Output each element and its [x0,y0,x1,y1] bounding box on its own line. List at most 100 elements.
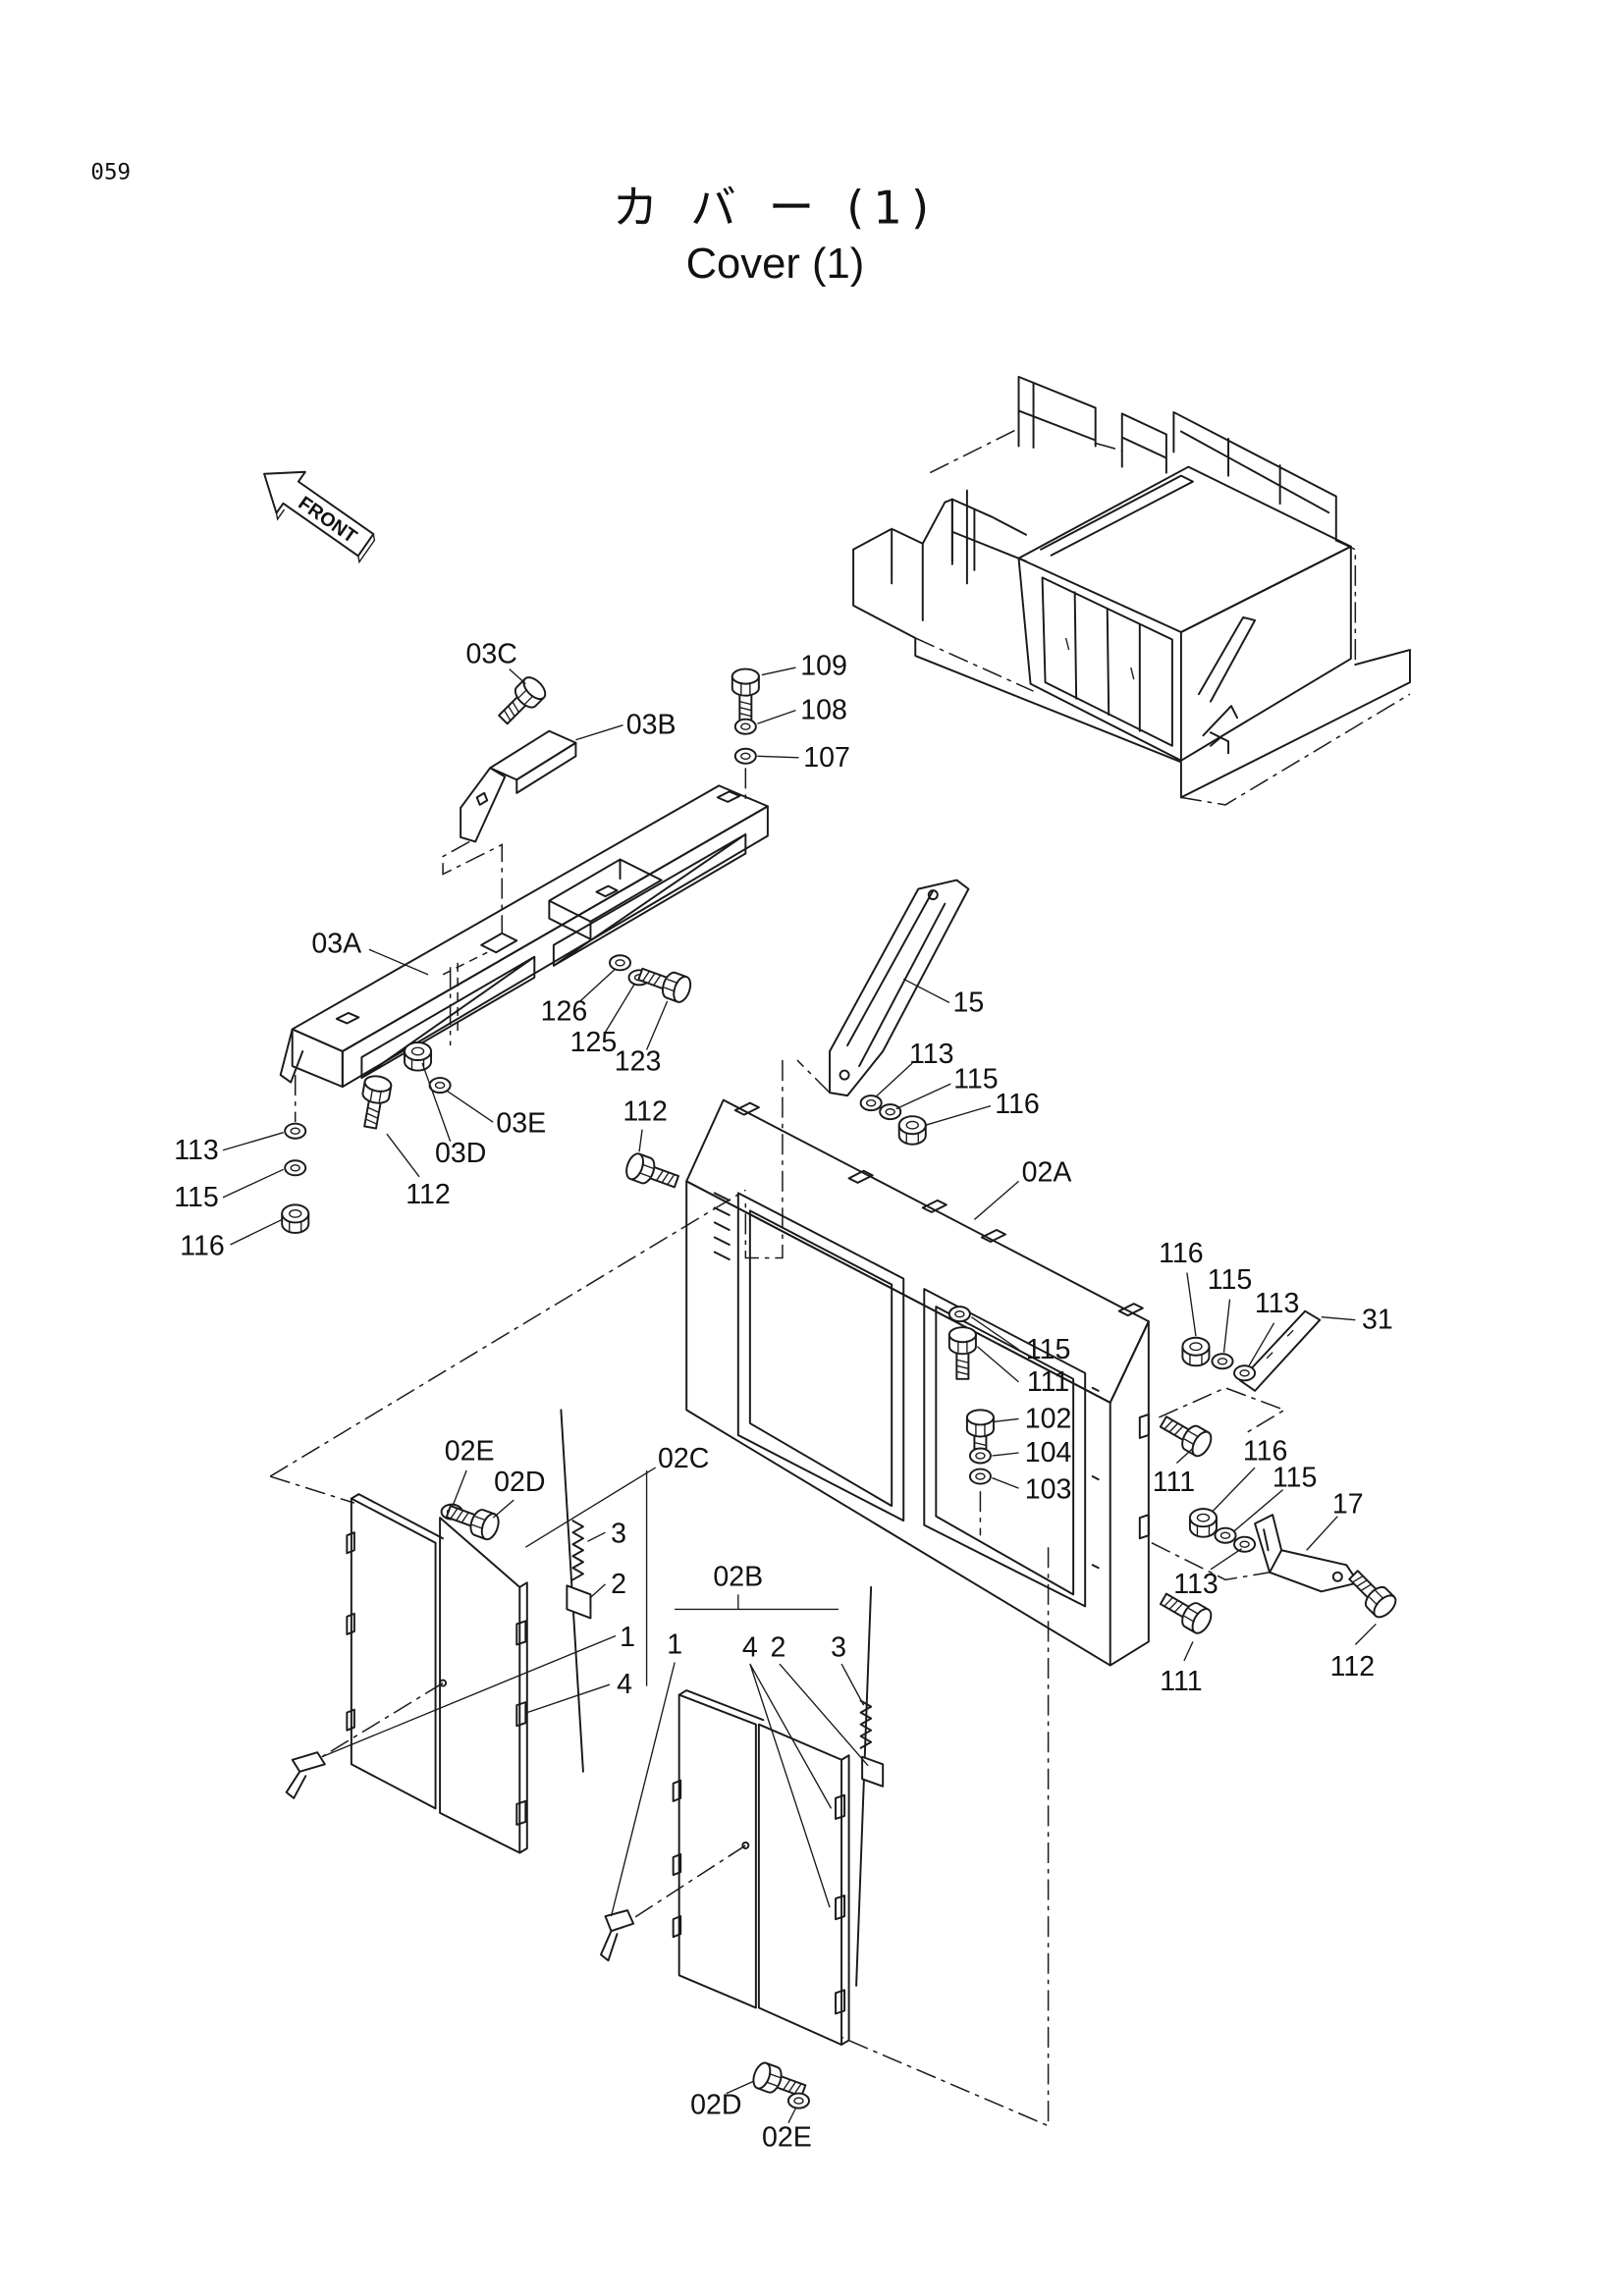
callout-label: 115 [1208,1264,1253,1296]
beam-end-face [291,1028,344,1089]
leader-102 [993,1417,1019,1423]
door-02b-lock-hole [741,1841,750,1849]
leader-116-stay [925,1104,992,1126]
part-15-stay [829,879,970,1097]
callout-label: 03B [626,710,677,741]
door-02c-lock-hole [439,1679,448,1687]
stay-inner-edge [846,889,947,1068]
callout-labels: 03C 109 108 03B 107 03A 15 126 125 123 1… [174,639,1393,2154]
part-02c-door-assembly [285,1409,592,1854]
leader-02d-lower [726,2080,754,2095]
leader-1-02c [321,1634,617,1758]
strip-outline [1239,1309,1322,1392]
title-japanese: カ バ ー (1) [613,181,939,234]
leader-112-frame [638,1129,643,1152]
bolt-112-beam [355,1073,394,1131]
leader-03e [447,1091,494,1123]
callout-label: 112 [1330,1651,1376,1682]
bolt-111-frame [947,1326,977,1380]
stay-hole-top [927,889,939,901]
callout-label: 111 [1160,1666,1202,1697]
callout-label: 126 [541,995,588,1027]
callout-label: 113 [909,1039,954,1070]
nut-116-bracket [1188,1508,1218,1538]
bolt-109 [731,667,760,722]
platform-foot [1210,731,1230,755]
cover-top-strip [1040,474,1194,557]
leader-1-02b [610,1662,676,1917]
washer-02e-lower [786,2092,810,2109]
leader-4-02b [749,1663,833,1908]
part-31-strip [1239,1309,1322,1392]
washer-113-left [284,1122,307,1140]
leader-113-bracket [1210,1548,1242,1571]
railing-right [1172,410,1337,542]
leader-113-stay [875,1062,913,1098]
leader-17 [1306,1516,1338,1551]
beam-left-leg [279,1028,304,1084]
washer-113-stay [859,1095,883,1112]
nut-116-stay [897,1115,927,1146]
callout-label: 02D [494,1467,545,1498]
bracket-side-plate [460,767,507,843]
nut-116-right [1181,1336,1211,1367]
railing-middle [1120,412,1167,474]
bolt-03c [492,672,551,730]
leader-115-bracket [1233,1489,1284,1532]
leader-116-right [1186,1272,1197,1337]
leader-31 [1321,1315,1356,1321]
frame-left-window [736,1192,905,1522]
beam-raised-section [548,858,663,940]
washer-103 [968,1468,992,1485]
callout-label: 2 [770,1632,785,1664]
leader-02a [973,1180,1019,1220]
title-english: Cover (1) [686,240,865,288]
nut-116-left [281,1203,310,1234]
leader-115-frame [971,1316,1019,1351]
callout-label: 4 [617,1669,632,1700]
callout-label: 02B [713,1561,763,1592]
callout-label: 111 [1027,1366,1069,1398]
leader-103 [992,1476,1019,1489]
part-03b-bracket [460,729,577,843]
door-02b-hinges [672,1779,846,2015]
assembly-line-31 [1151,1387,1286,1581]
assembly-line-stay [744,1059,831,1259]
cover-top-face [1017,465,1352,633]
door-02c-handle [291,1751,326,1773]
callout-label: 4 [742,1632,758,1664]
callout-label: 113 [1255,1288,1300,1319]
door-02b-thickness [677,1689,850,2046]
washer-115-left [284,1159,307,1177]
callout-label: 02D [690,2090,741,2121]
leader-123 [645,1000,669,1050]
leader-116-bracket [1211,1467,1256,1513]
callout-label: 03D [435,1138,486,1169]
bracket-hole [475,791,489,806]
leader-112-beam [386,1133,420,1178]
washer-126 [609,954,632,972]
callout-label: 116 [1243,1436,1288,1468]
washer-115-frame [947,1306,971,1323]
leader-03b [575,724,623,741]
washer-115-bracket [1214,1526,1237,1544]
callout-label: 109 [800,651,847,682]
cover-front-face [1017,557,1182,762]
callout-label: 3 [611,1519,626,1550]
door-02b-left-panel [677,1693,757,2009]
leader-115-right [1222,1299,1231,1353]
door-02c-thickness [350,1493,528,1854]
callout-label: 03C [466,639,517,670]
callout-label: 115 [174,1182,219,1213]
callout-label: 104 [1025,1437,1072,1468]
cover-right-face [1179,545,1352,762]
callout-label: 17 [1332,1489,1364,1521]
platform-outline [852,548,1411,799]
leader-02c [524,1467,656,1686]
washer-113-bracket [1233,1535,1257,1553]
leader-107 [757,755,799,759]
beam-bracket-pad [480,884,619,954]
railing-left [1017,375,1097,450]
door-handles [1064,637,1135,680]
